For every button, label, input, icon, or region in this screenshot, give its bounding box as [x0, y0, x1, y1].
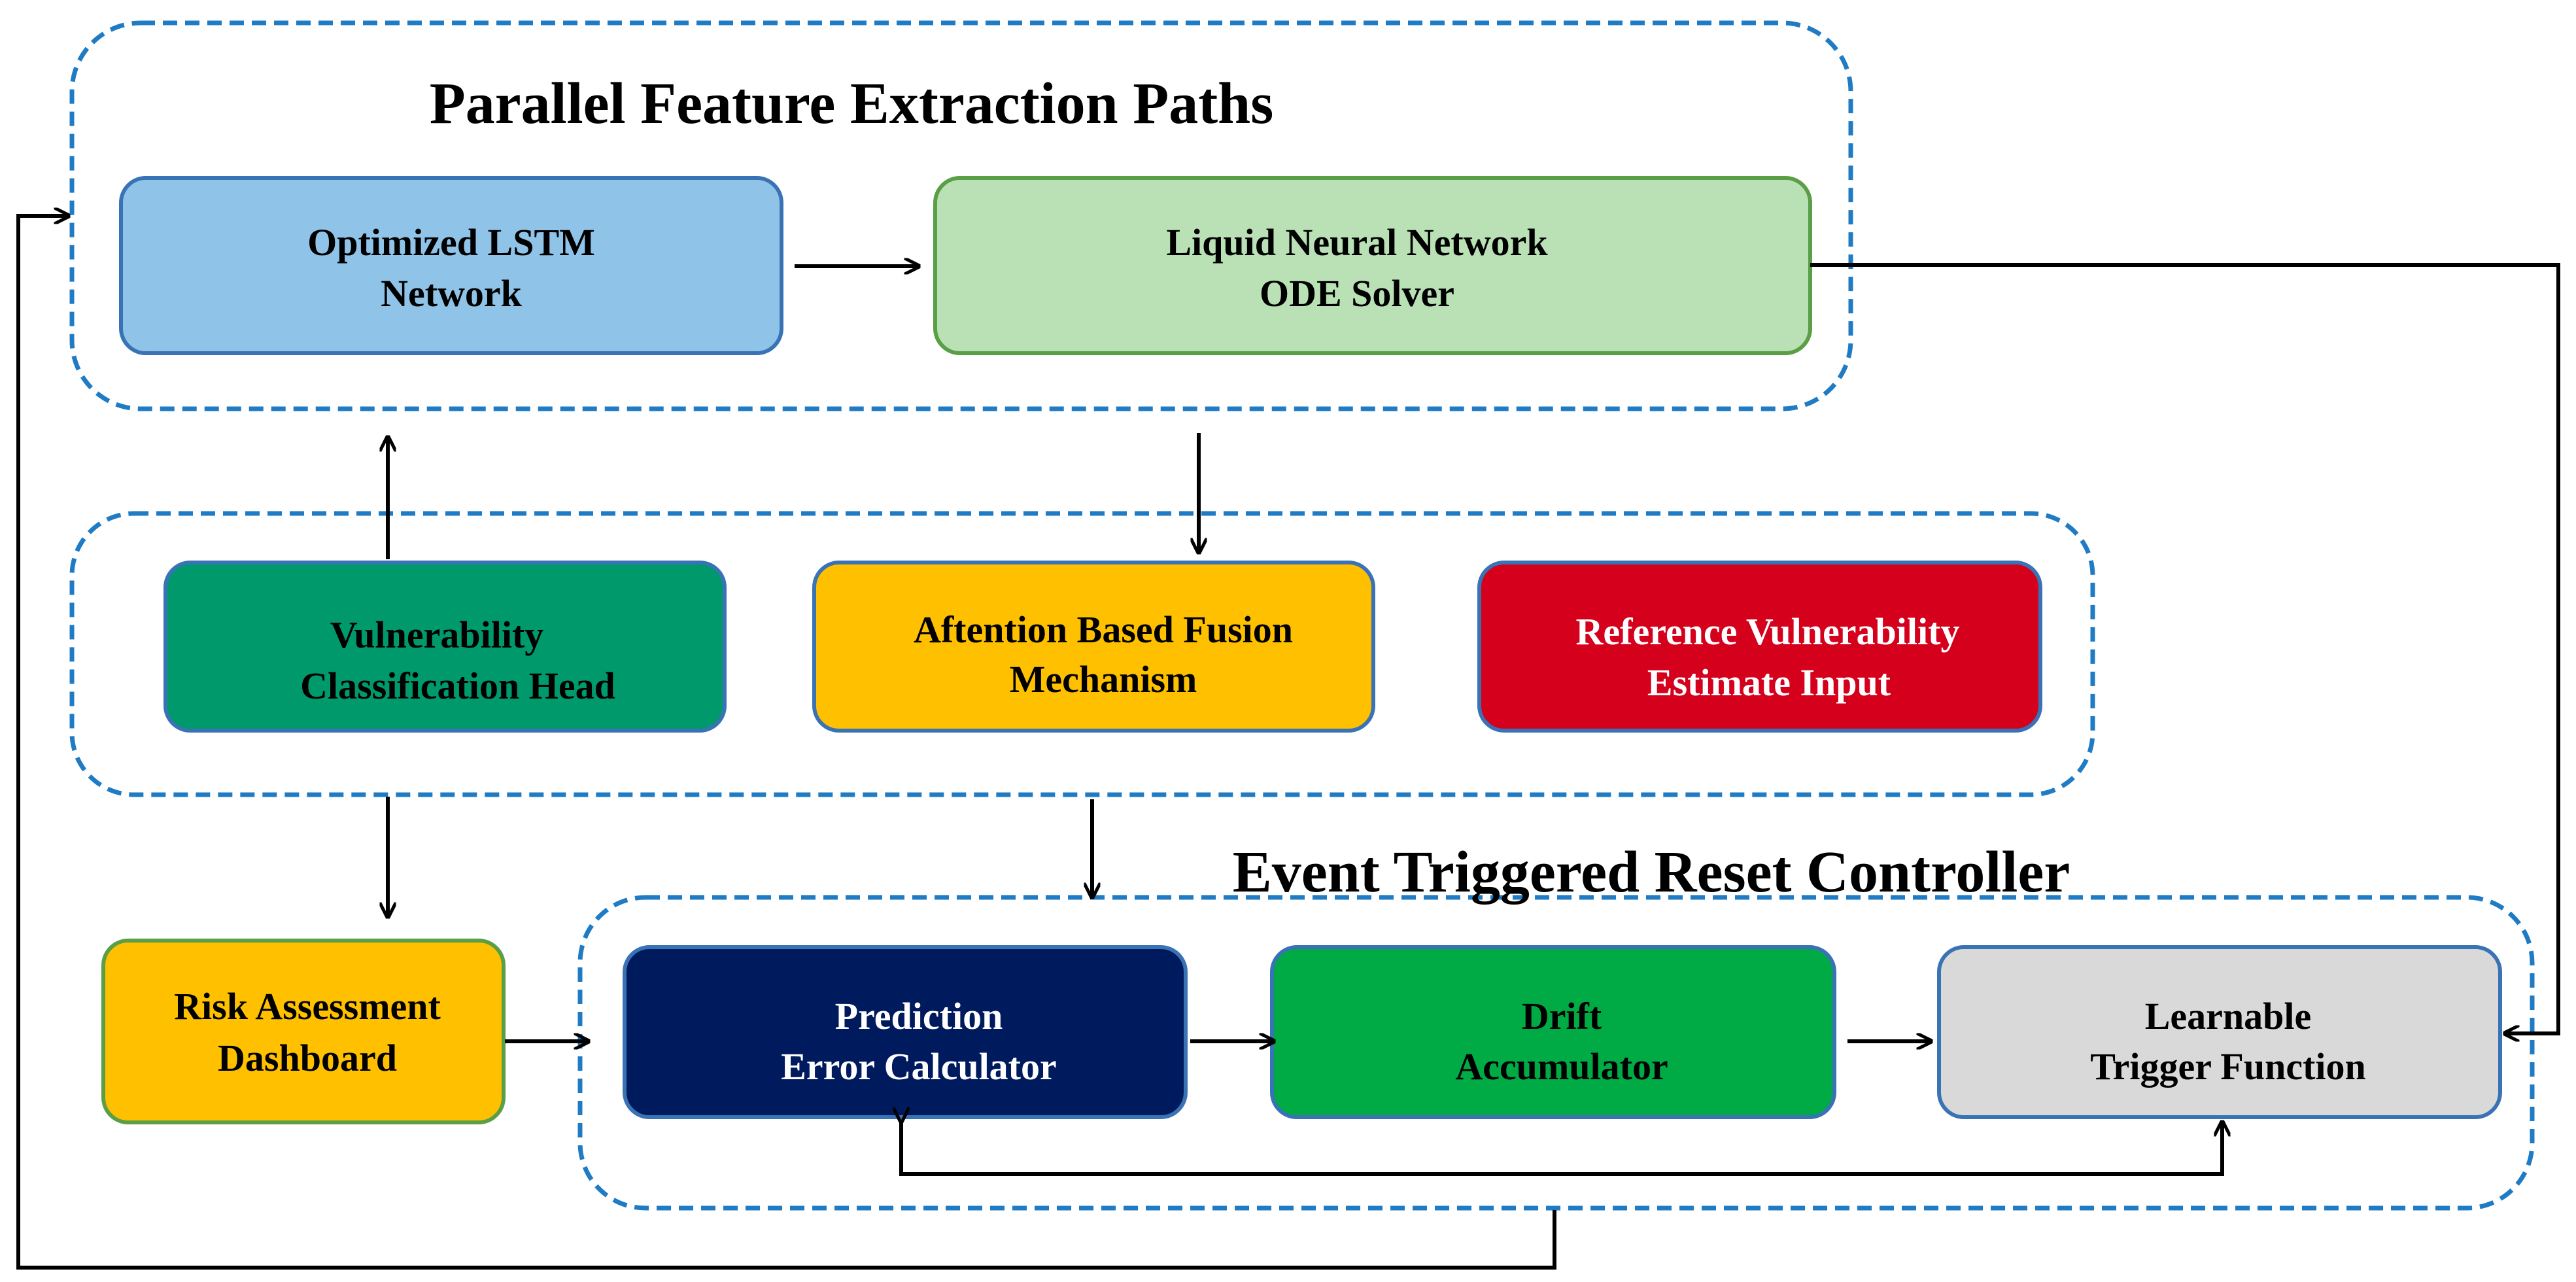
node-label-line2: ODE Solver — [1260, 272, 1454, 315]
node-risk-assessment-dashboard: Risk Assessment Dashboard — [101, 939, 506, 1124]
node-label-line2: Classification Head — [300, 665, 615, 707]
arrow-liquid-to-trigger — [1810, 263, 2560, 1033]
node-liquid-neural-network-ode-solver: Liquid Neural Network ODE Solver — [933, 176, 1812, 355]
node-label-line2: Trigger Function — [2090, 1045, 2366, 1088]
node-label-line1: Reference Vulnerability — [1576, 610, 1960, 653]
node-attention-based-fusion-mechanism: Aftention Based Fusion Mechanism — [812, 561, 1375, 733]
node-reference-vulnerability-estimate-input: Reference Vulnerability Estimate Input — [1477, 561, 2042, 733]
arrow-controller-to-lstm — [16, 216, 1556, 1270]
event-triggered-reset-controller-title: Event Triggered Reset Controller — [1233, 840, 2070, 905]
node-label-line1: Prediction — [835, 995, 1003, 1037]
group-event-triggered-reset-controller — [577, 895, 2535, 1211]
node-prediction-error-calculator: Prediction Error Calculator — [623, 945, 1188, 1119]
node-label-line1: Optimized LSTM — [307, 221, 595, 264]
arrow-trigger-prediction-feedback — [901, 1122, 2222, 1176]
group-middle-components — [69, 511, 2095, 797]
node-label-line1: Drift — [1522, 995, 1602, 1037]
group-parallel-feature-extraction — [69, 20, 1853, 411]
node-label-line2: Estimate Input — [1647, 661, 1891, 704]
node-vulnerability-classification-head: Vulnerability Classification Head — [163, 561, 727, 733]
node-label-line1: Risk Assessment — [174, 985, 441, 1028]
node-label-line2: Error Calculator — [781, 1045, 1057, 1088]
node-label-line1: Learnable — [2145, 995, 2312, 1037]
node-label-line2: Network — [381, 272, 523, 315]
node-label-line2: Mechanism — [1010, 658, 1197, 701]
node-learnable-trigger-function: Learnable Trigger Function — [1937, 945, 2502, 1119]
parallel-feature-extraction-title: Parallel Feature Extraction Paths — [430, 71, 1274, 136]
node-label-line1: Aftention Based Fusion — [914, 608, 1293, 651]
node-label-line2: Dashboard — [218, 1037, 397, 1079]
node-drift-accumulator: Drift Accumulator — [1270, 945, 1836, 1119]
node-label-line1: Liquid Neural Network — [1166, 221, 1548, 264]
node-optimized-lstm-network: Optimized LSTM Network — [119, 176, 783, 355]
node-label-line1: Vulnerability — [330, 614, 544, 656]
node-label-line2: Accumulator — [1455, 1045, 1668, 1088]
